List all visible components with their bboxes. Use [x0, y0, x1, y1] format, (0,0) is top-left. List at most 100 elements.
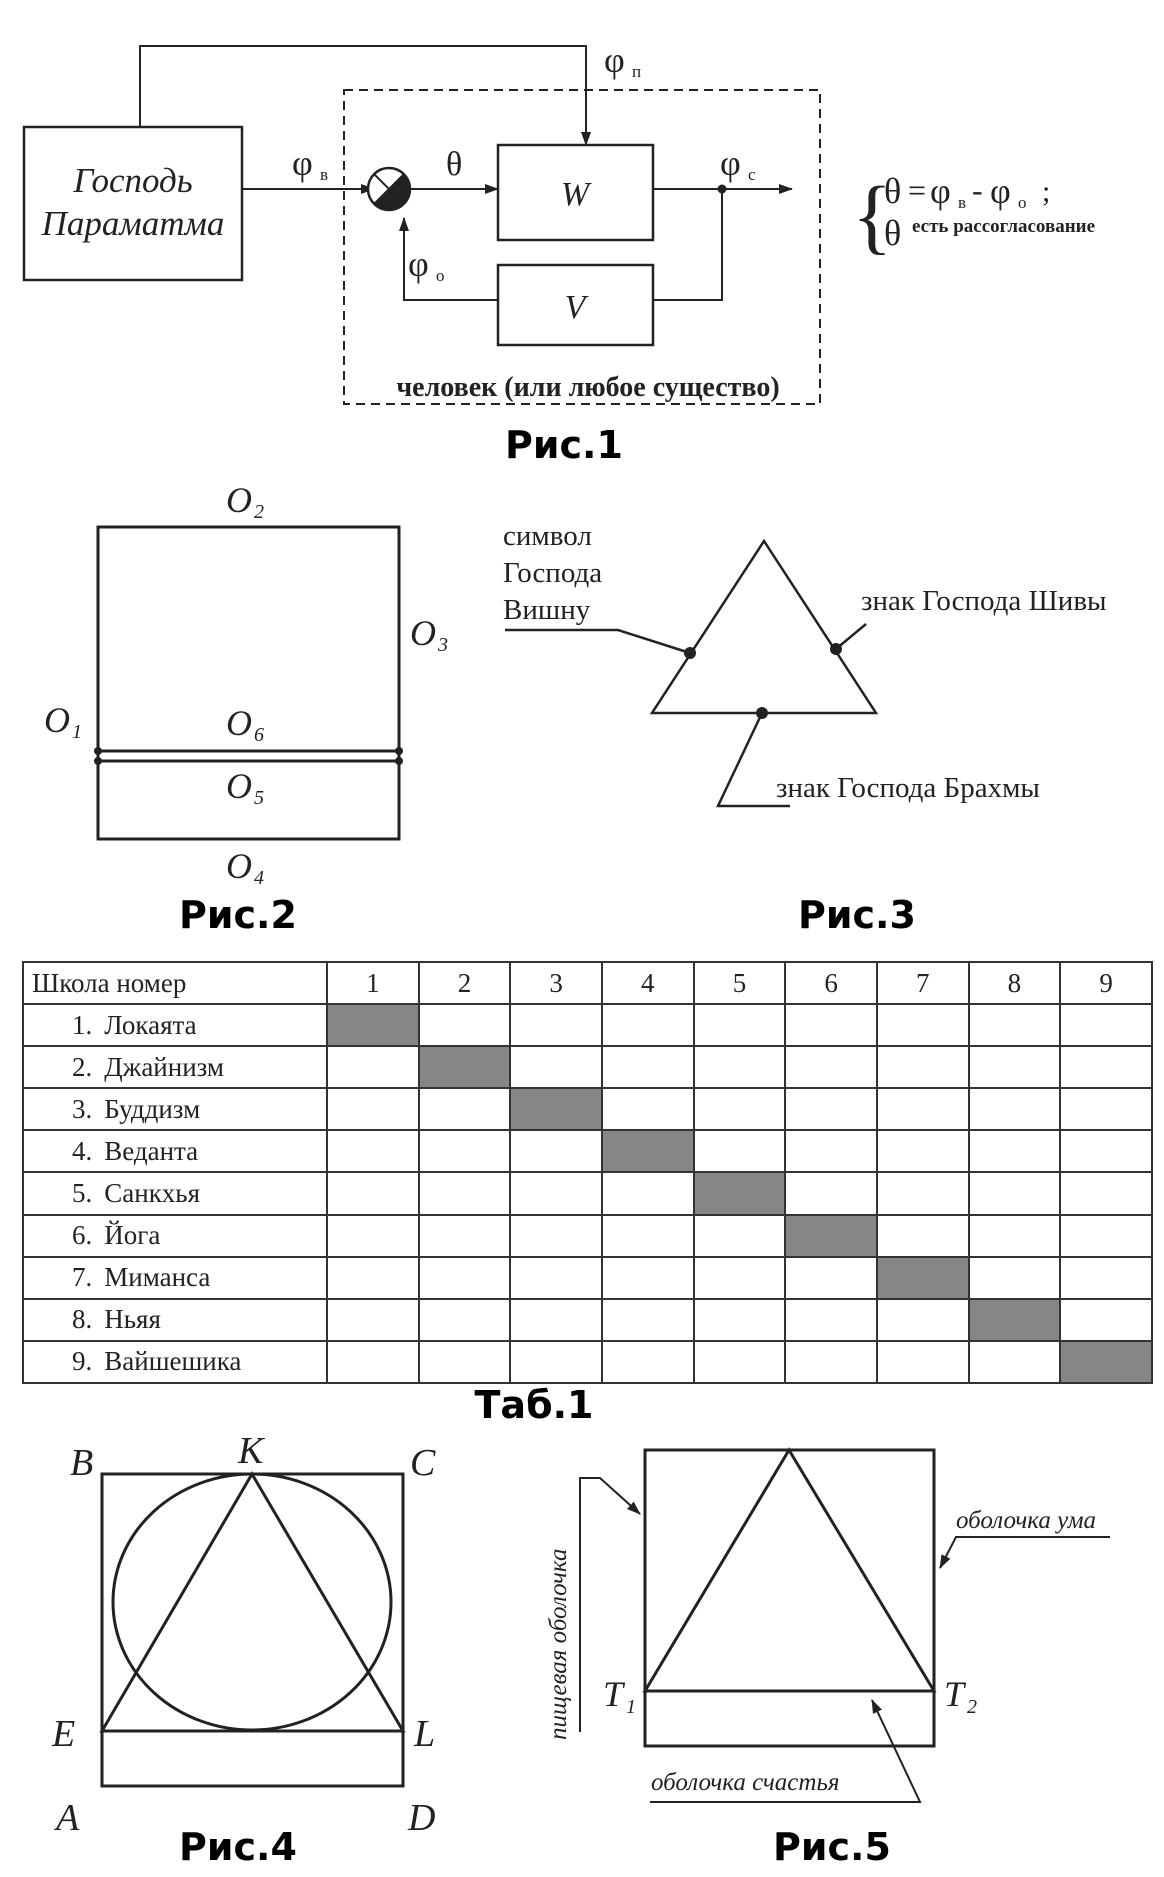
- table-cell: [326, 1045, 420, 1090]
- table-cell: [417, 1087, 512, 1132]
- food-sheath-label: пищевая оболочка: [545, 1549, 572, 1741]
- shaded-cell: [509, 1087, 603, 1132]
- label-o4: O: [226, 846, 252, 886]
- label-c: C: [410, 1442, 436, 1484]
- table-cell: [600, 1213, 695, 1258]
- table-cell: [967, 1045, 1062, 1090]
- phi-v-subscript: в: [320, 165, 328, 184]
- row-school-cell: 7.Миманса: [22, 1255, 328, 1300]
- row-number: 8.: [72, 1304, 93, 1335]
- table-cell: [692, 1339, 787, 1385]
- table-cell: [784, 1255, 878, 1300]
- shaded-cell: [784, 1213, 878, 1258]
- row-number: 5.: [72, 1178, 93, 1209]
- table-cell: [509, 1213, 603, 1258]
- table-cell: [417, 1003, 512, 1048]
- phi-o-subscript: o: [436, 266, 445, 285]
- shaded-cell: [875, 1255, 970, 1300]
- label-o5-sub: 5: [254, 787, 264, 809]
- row-school-name: Буддизм: [104, 1093, 201, 1124]
- shaded-cell: [417, 1045, 512, 1090]
- phi-c-subscript: c: [748, 165, 756, 184]
- table-cell: [600, 1003, 695, 1048]
- table-cell: [417, 1339, 512, 1385]
- fig2-caption: Рис.2: [179, 893, 297, 937]
- eq-theta: θ: [884, 171, 901, 211]
- phi-p-line: [139, 45, 591, 146]
- block-w-label: W: [561, 176, 592, 213]
- vishnu-label-line1: символ: [503, 520, 592, 552]
- table-cell: [875, 1213, 970, 1258]
- table-cell: [784, 1297, 878, 1342]
- table-cell: [784, 1171, 878, 1216]
- table-cell: [692, 1255, 787, 1300]
- table-cell: [1059, 1045, 1153, 1090]
- label-o6-sub: 6: [254, 724, 264, 746]
- table-cell: [967, 1171, 1062, 1216]
- fig5-pointers: [579, 1477, 1110, 1803]
- table-cell: [1059, 1003, 1153, 1048]
- table-cell: [692, 1129, 787, 1174]
- table-cell: [600, 1339, 695, 1385]
- table-row: 7.Миманса: [22, 1255, 1153, 1300]
- phi-o-symbol: φ: [408, 244, 429, 284]
- fig1-block-diagram: [22, 45, 821, 405]
- lord-block: [22, 125, 244, 282]
- row-school-cell: 4.Веданта: [22, 1129, 328, 1174]
- table-cell: [326, 1171, 420, 1216]
- row-school-name: Миманса: [104, 1262, 211, 1293]
- label-t2: T: [944, 1674, 967, 1714]
- table-cell: [600, 1045, 695, 1090]
- table-cell: [784, 1045, 878, 1090]
- shaded-cell: [326, 1003, 420, 1048]
- shaded-cell: [692, 1171, 787, 1216]
- table-cell: [326, 1087, 420, 1132]
- row-school-cell: 6.Йога: [22, 1213, 328, 1258]
- fig3-points: [684, 643, 842, 719]
- phi-o-line: [399, 217, 498, 301]
- row-school-cell: 9.Вайшешика: [22, 1339, 328, 1385]
- eq-semicolon: ;: [1042, 175, 1050, 208]
- table-cell: [1059, 1171, 1153, 1216]
- table-cell: [967, 1255, 1062, 1300]
- fig1-caption: Рис.1: [505, 423, 623, 467]
- table-cell: [509, 1255, 603, 1300]
- fig5-caption: Рис.5: [773, 1825, 891, 1869]
- phi-c-symbol: φ: [720, 143, 741, 183]
- row-school-cell: 2.Джайнизм: [22, 1045, 328, 1090]
- table-cell: [875, 1171, 970, 1216]
- table-cell: [326, 1255, 420, 1300]
- row-number: 3.: [72, 1093, 93, 1124]
- table-cell: [1059, 1297, 1153, 1342]
- label-o2-sub: 2: [254, 501, 264, 523]
- table-row: 5.Санкхья: [22, 1171, 1153, 1216]
- table-cell: [784, 1003, 878, 1048]
- label-k: K: [237, 1430, 265, 1472]
- human-boundary: [343, 89, 821, 405]
- fig3-caption: Рис.3: [798, 893, 916, 937]
- block-v: [496, 263, 655, 347]
- fig5-square: [642, 1447, 937, 1748]
- table-cell: [692, 1003, 787, 1048]
- shaded-cell: [1059, 1339, 1153, 1385]
- lord-label-line1: Господь: [72, 161, 192, 200]
- label-o3: O: [410, 613, 436, 653]
- row-school-cell: 8.Ньяя: [22, 1297, 328, 1342]
- phi-p-subscript: п: [632, 62, 641, 81]
- column-header: 5: [692, 960, 787, 1006]
- table-cell: [875, 1129, 970, 1174]
- eq-phi-o: φ: [990, 171, 1011, 211]
- table-cell: [784, 1129, 878, 1174]
- label-o5: O: [226, 766, 252, 806]
- table-cell: [509, 1003, 603, 1048]
- table-cell: [967, 1339, 1062, 1385]
- table-row: 8.Ньяя: [22, 1297, 1153, 1342]
- lord-label-line2: Параматма: [41, 204, 225, 243]
- table-cell: [692, 1297, 787, 1342]
- table1-caption: Таб.1: [475, 1383, 594, 1427]
- eq2-text: есть рассогласование: [912, 216, 1095, 237]
- fig4-caption: Рис.4: [179, 1825, 297, 1869]
